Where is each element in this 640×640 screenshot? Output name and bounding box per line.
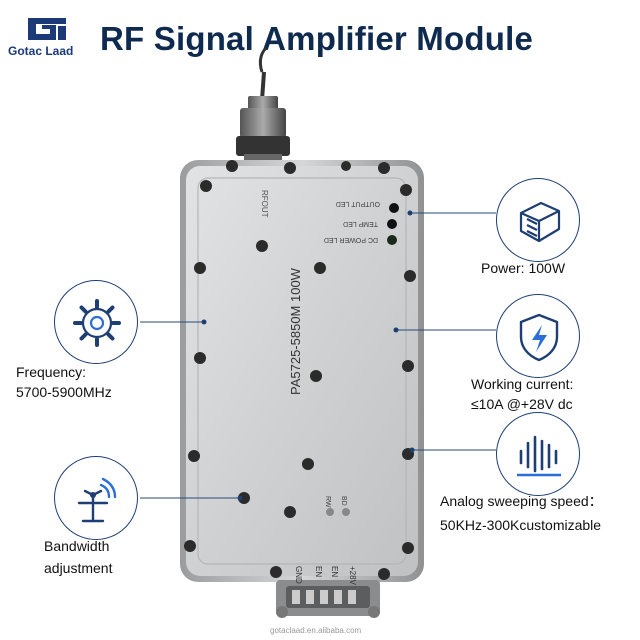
pad-label-rw: RW [324,496,331,508]
watermark: gotaclaad.en.alibaba.com [270,626,362,635]
brand-logo: Gotac Laad [8,16,96,62]
pin-label-28v: +28V [348,566,357,586]
pad-label-bd: BD [340,496,347,506]
pin-label-en2: EN [330,566,339,577]
pin-label-gnd: GND [294,566,303,584]
feature-bandwidth-label: Bandwidth adjustment [44,536,112,578]
rf-output-connector [236,96,290,164]
feature-bandwidth-line2: adjustment [44,560,113,576]
led-label-output: OUTPUT LED [336,200,380,207]
cube-power-icon [496,178,580,262]
page-title: RF Signal Amplifier Module [100,20,533,57]
antenna-cable [258,46,268,73]
shield-bolt-icon [496,294,580,378]
sound-wave-icon [496,412,580,496]
feature-frequency-label: Frequency: 5700-5900MHz [16,362,112,402]
power-connector [276,580,380,618]
feature-current-line1: Working current: [471,376,574,392]
feature-current-label: Working current: ≤10A @+28V dc [471,374,573,414]
led-label-temp: TEMP LED [343,220,378,227]
led-label-power: DC POWER LED [324,236,378,243]
feature-sweep-line1: Analog sweeping speed： [440,493,603,509]
feature-sweep-label: Analog sweeping speed： 50KHz-300Kcustomi… [440,491,603,535]
gear-frequency-icon [54,280,138,364]
feature-frequency-line1: Frequency: [16,364,87,380]
antenna-tuning-icon [54,456,138,540]
model-label: PA5725-5850M 100W [288,267,303,395]
feature-frequency-line2: 5700-5900MHz [16,384,112,400]
connector-label: RFOUT [260,190,269,218]
brand-logo-mark [28,18,66,40]
feature-bandwidth-line1: Bandwidth [44,538,110,554]
callout-lines [140,212,496,499]
pin-label-en1: EN [314,566,323,577]
feature-current-line2: ≤10A @+28V dc [471,396,573,412]
feature-sweep-line2: 50KHz-300Kcustomizable [440,517,602,533]
brand-name: Gotac Laad [8,44,74,58]
feature-power-label: Power: 100W [481,260,566,276]
screws [184,160,416,580]
